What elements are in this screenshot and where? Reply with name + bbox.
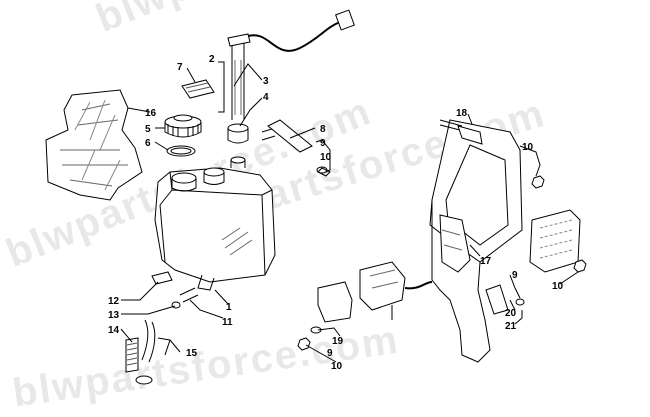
leader-lines [121,62,578,362]
callout-11: 11 [222,317,233,328]
callout-3: 3 [263,76,269,87]
label-decal [182,80,214,98]
level-sensor [228,10,354,143]
oil-pump-assembly [318,262,432,322]
callout-labels: 16 5 6 7 2 3 4 8 9 10 12 13 14 15 1 11 1… [108,54,564,372]
callout-6: 6 [145,138,151,149]
bracket-fastener [440,120,482,144]
callout-10-d: 10 [331,361,343,372]
callout-4: 4 [263,92,269,103]
cap-gasket [167,146,195,156]
callout-9-b: 9 [512,270,518,281]
callout-18: 18 [456,108,468,119]
callout-7: 7 [177,62,183,73]
callout-15: 15 [186,348,198,359]
diagram-canvas: 16 5 6 7 2 3 4 8 9 10 12 13 14 15 1 11 1… [0,0,650,408]
nut-10b [574,260,586,272]
callout-5: 5 [145,124,151,135]
control-module [530,210,580,272]
callout-20: 20 [505,308,517,319]
tank-fittings [126,272,198,384]
callout-1: 1 [226,302,232,313]
callout-12: 12 [108,296,120,307]
callout-9-a: 9 [320,138,326,149]
callout-17: 17 [480,256,492,267]
mount-bracket [430,120,522,362]
filler-cap [165,115,201,137]
bracket-bolts [486,285,524,314]
nut-10a [532,176,544,188]
callout-13: 13 [108,310,120,321]
callout-14: 14 [108,325,120,336]
oil-tank [155,157,275,290]
decal-sheet [46,90,142,200]
callout-10-b: 10 [522,142,534,153]
callout-9-c: 9 [327,348,333,359]
callout-10-a: 10 [320,152,332,163]
callout-19: 19 [332,336,344,347]
nut-10c [298,338,310,350]
callout-2: 2 [209,54,215,65]
callout-8: 8 [320,124,326,135]
callout-10-c: 10 [552,281,564,292]
callout-16: 16 [145,108,157,119]
mount-hardware-a [262,120,330,176]
callout-21: 21 [505,321,517,332]
